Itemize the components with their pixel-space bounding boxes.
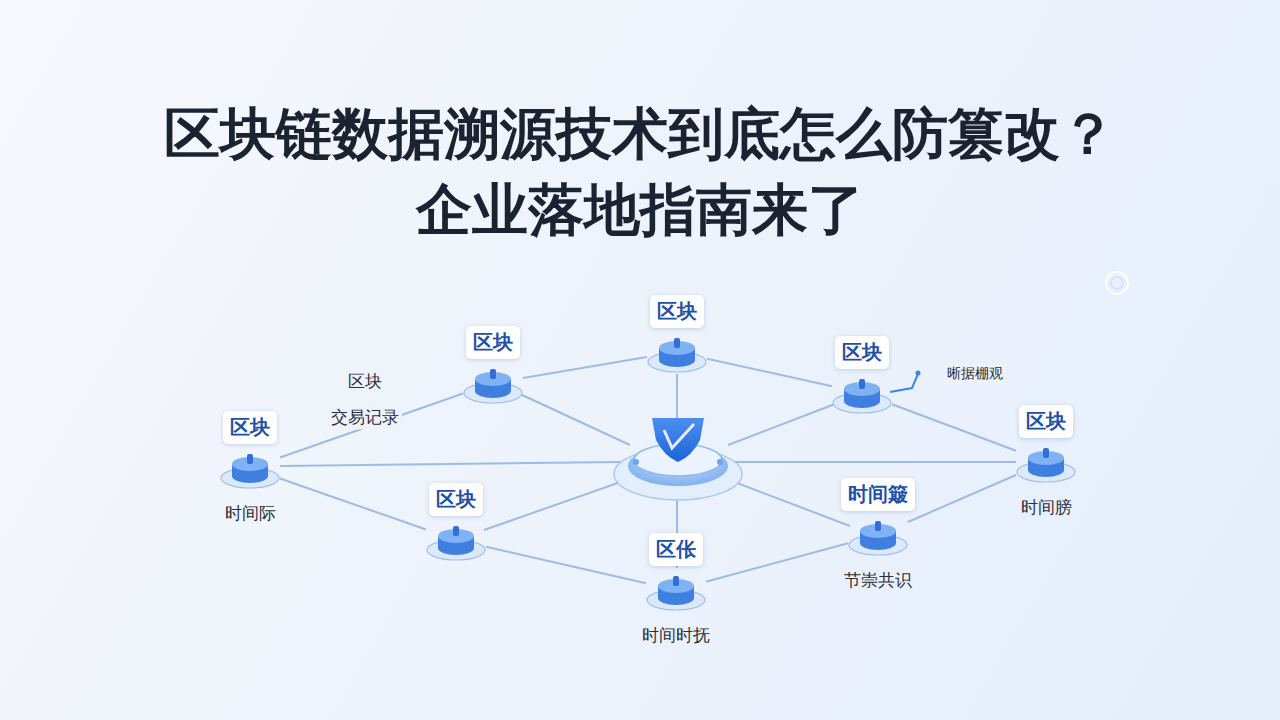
node-caption: 时间际	[225, 502, 276, 525]
block-node: 区块	[832, 371, 892, 415]
chain-link	[706, 543, 848, 582]
cylinder-icon	[1016, 440, 1076, 484]
node-caption: 节崇共识	[844, 569, 912, 592]
chain-link	[523, 357, 647, 378]
note-label: 交易记录	[328, 405, 402, 430]
chain-link	[486, 547, 646, 583]
block-node: 时间簸节崇共识	[848, 513, 908, 557]
cylinder-icon	[463, 361, 523, 405]
note-label: 区块	[345, 369, 385, 394]
title: 区块链数据溯源技术到底怎么防篡改？ 企业落地指南来了	[40, 96, 1240, 248]
chain-link	[280, 478, 426, 529]
block-node: 区块时间际	[220, 446, 280, 490]
leader-line	[890, 374, 918, 392]
node-tag: 区块	[650, 295, 704, 328]
node-caption: 时间膀	[1021, 496, 1072, 519]
block-node: 区伥时间时抚	[646, 568, 706, 612]
chain-link	[908, 475, 1016, 522]
chain-link	[707, 359, 832, 387]
cylinder-icon	[647, 330, 707, 374]
node-tag: 区块	[223, 411, 277, 444]
node-caption: 时间时抚	[642, 624, 710, 647]
cylinder-icon	[848, 513, 908, 557]
node-tag: 区块	[466, 326, 520, 359]
cylinder-icon	[832, 371, 892, 415]
cylinder-icon	[646, 568, 706, 612]
note-label: 晰据棚观	[944, 364, 1006, 384]
node-tag: 时间簸	[841, 478, 915, 511]
node-tag: 区块	[1019, 405, 1073, 438]
node-tag: 区块	[835, 336, 889, 369]
block-node: 区块时间膀	[1016, 440, 1076, 484]
block-node: 区块	[426, 518, 486, 562]
chain-link	[280, 393, 463, 457]
cylinder-icon	[426, 518, 486, 562]
chain-link	[892, 404, 1016, 451]
cylinder-icon	[220, 446, 280, 490]
block-node: 区块	[463, 361, 523, 405]
hub-spokes	[280, 374, 1016, 568]
node-tag: 区伥	[649, 533, 703, 566]
block-node: 区块	[647, 330, 707, 374]
node-tag: 区块	[429, 483, 483, 516]
